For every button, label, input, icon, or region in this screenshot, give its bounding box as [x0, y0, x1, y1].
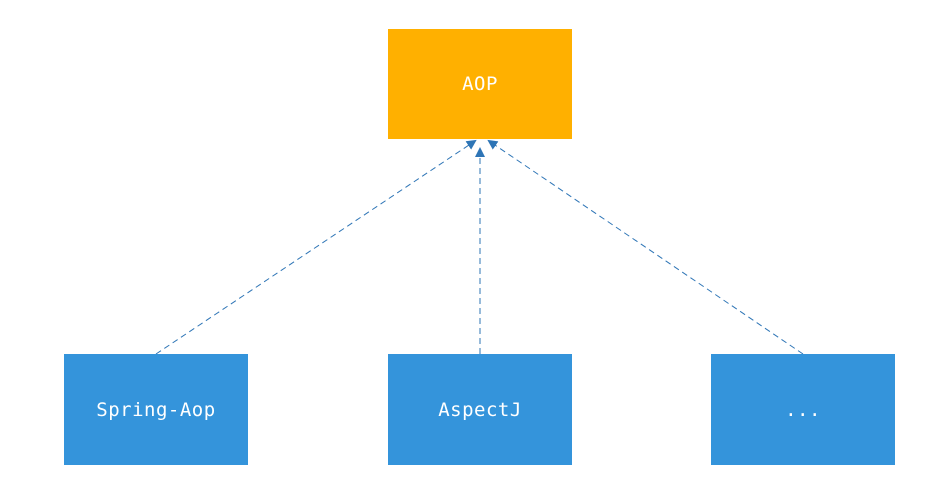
aspectj-node-label: AspectJ	[438, 398, 522, 421]
spring-aop-node-label: Spring-Aop	[96, 398, 216, 421]
edge-spring-aop-to-aop	[155, 139, 477, 355]
ellipsis-node-label: ...	[785, 398, 821, 421]
aspectj-node: AspectJ	[388, 354, 572, 465]
ellipsis-node: ...	[711, 354, 895, 465]
aop-node-label: AOP	[462, 73, 498, 95]
edge-ellipsis-to-aop	[487, 139, 804, 355]
spring-aop-node: Spring-Aop	[64, 354, 248, 465]
aop-node: AOP	[388, 29, 572, 139]
